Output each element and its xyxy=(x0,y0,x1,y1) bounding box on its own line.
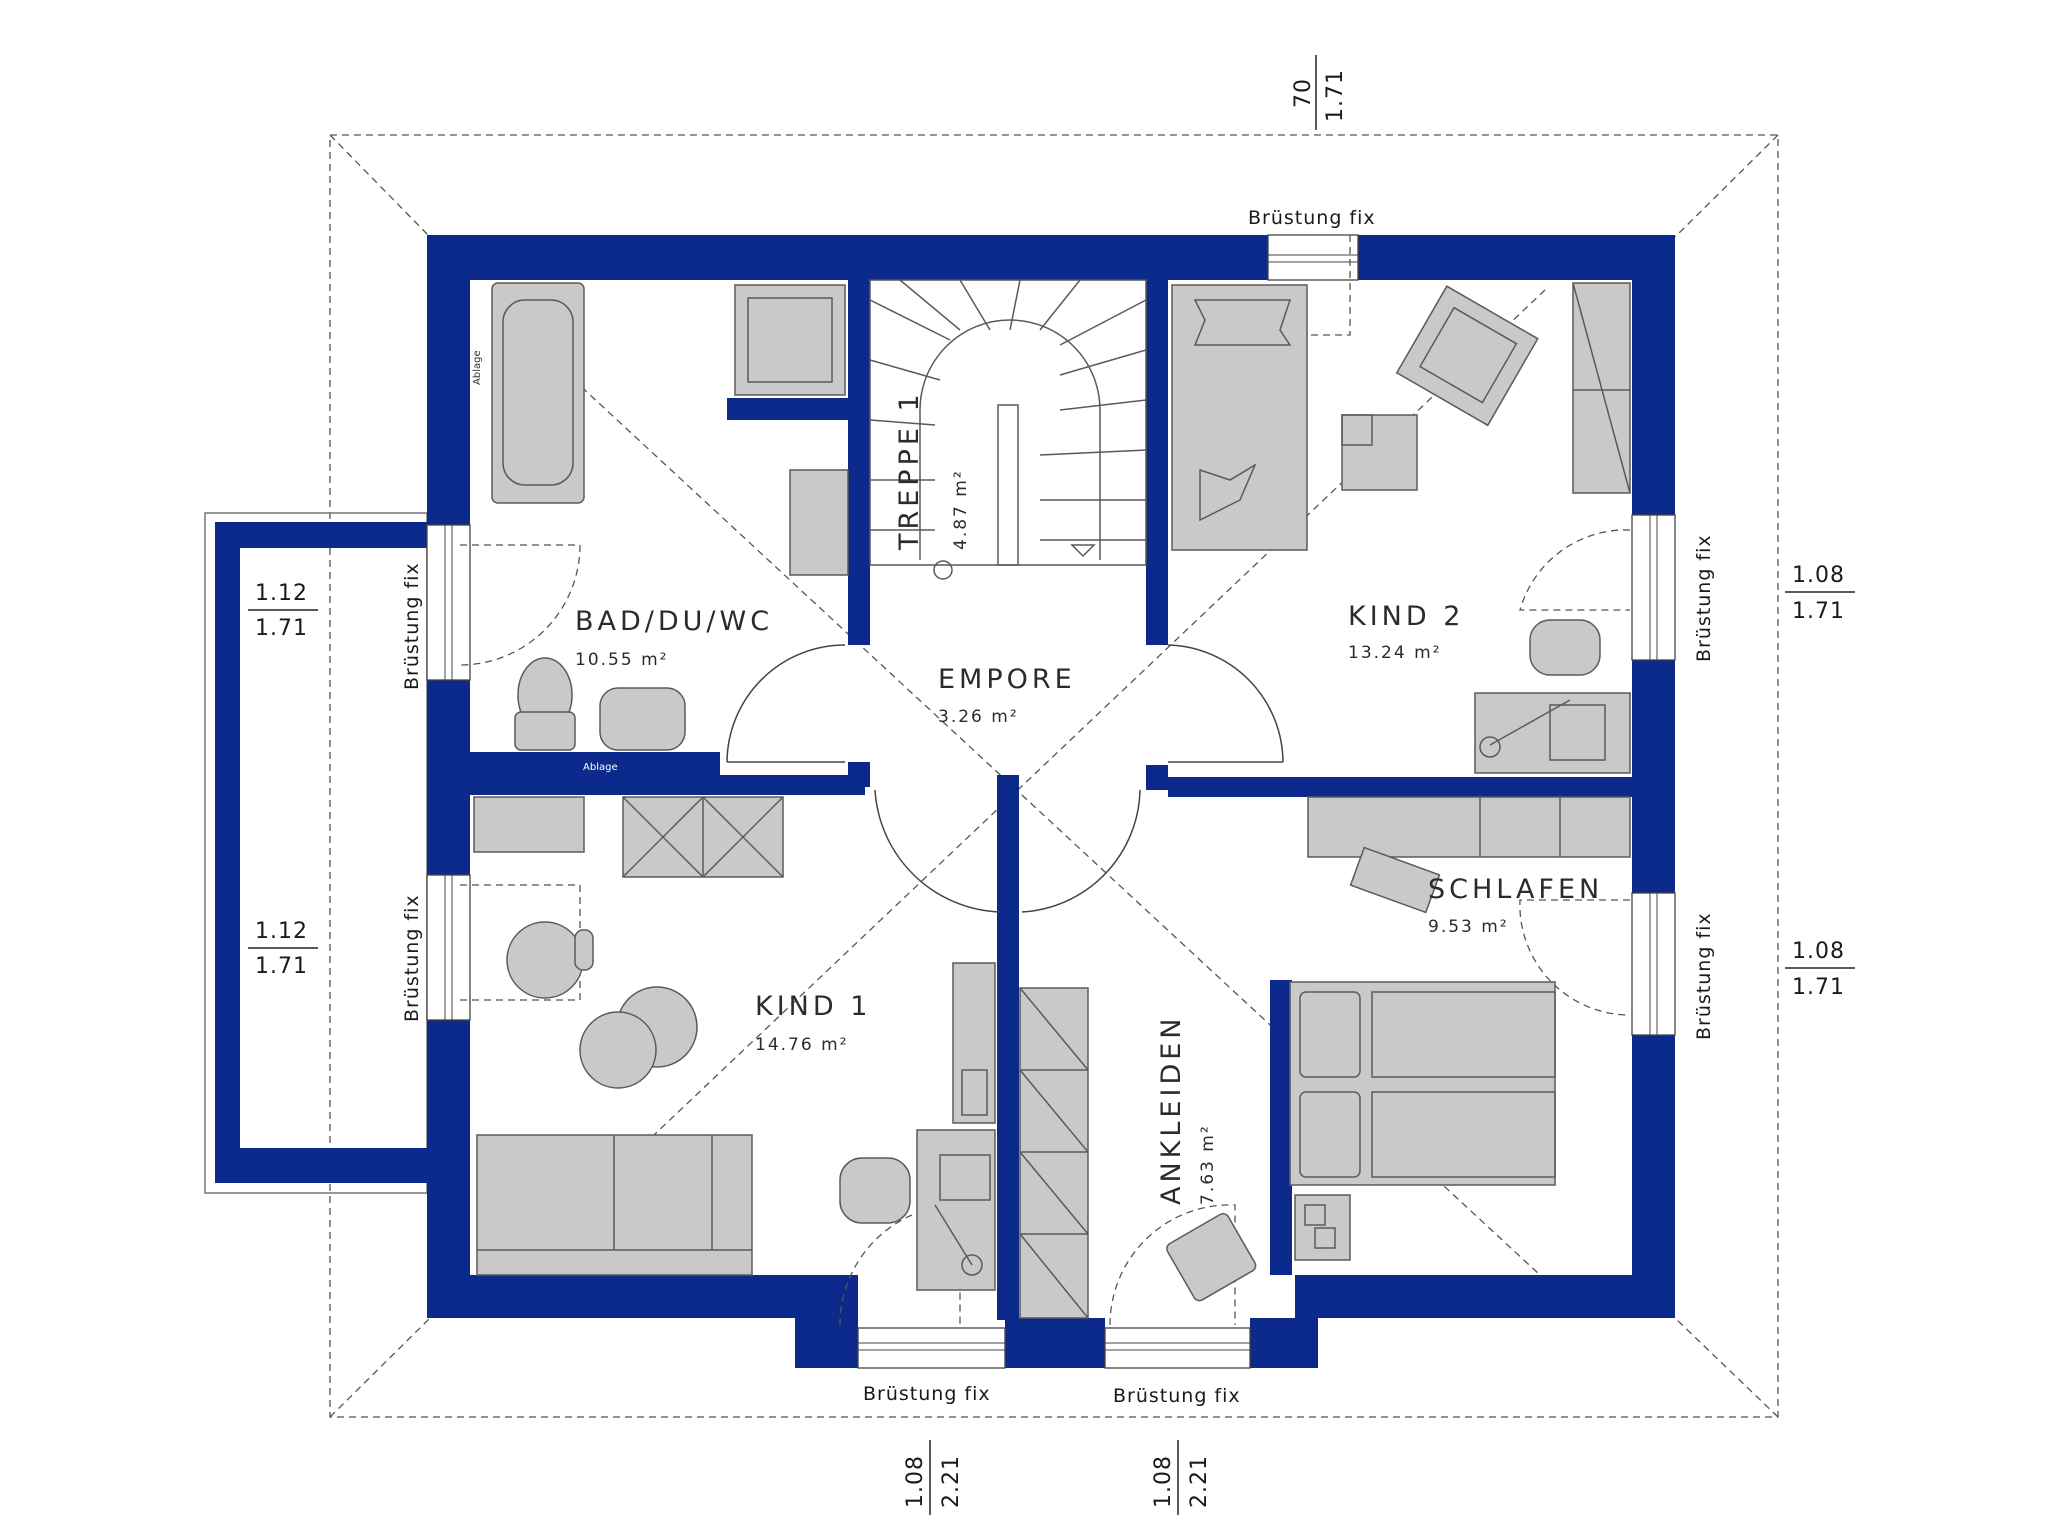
dim-left-lower-b: 1.71 xyxy=(255,954,308,979)
room-area-treppe: 4.87 m² xyxy=(951,469,971,550)
room-area-schlafen: 9.53 m² xyxy=(1428,917,1509,937)
dim-bottom-left-a: 1.08 xyxy=(903,1455,928,1508)
door-swings xyxy=(459,235,1631,1326)
schlafen-furniture xyxy=(1289,796,1631,1261)
window-note-left-upper: Brüstung fix xyxy=(401,562,423,690)
room-labels: BAD/DU/WC 10.55 m² TREPPE 1 4.87 m² EMPO… xyxy=(575,390,1603,1206)
room-name-kind2: KIND 2 xyxy=(1348,601,1464,632)
dim-top-b: 1.71 xyxy=(1323,69,1348,122)
room-area-kind1: 14.76 m² xyxy=(755,1035,848,1055)
room-area-ankleiden: 7.63 m² xyxy=(1198,1124,1218,1205)
kind2-furniture xyxy=(1171,282,1631,774)
window-note-bottom-left: Brüstung fix xyxy=(863,1383,991,1405)
dim-left-lower-a: 1.12 xyxy=(255,919,308,944)
dim-bottom-right-a: 1.08 xyxy=(1151,1455,1176,1508)
shelf-label-bath: Ablage xyxy=(472,350,483,385)
dim-right-lower-b: 1.71 xyxy=(1792,975,1845,1000)
dimension-labels: 70 1.71 1.12 1.71 1.12 1.71 1.08 1.71 1.… xyxy=(248,55,1855,1515)
exterior-walls xyxy=(427,235,1675,1368)
dim-right-upper-a: 1.08 xyxy=(1792,563,1845,588)
dim-right-lower-a: 1.08 xyxy=(1792,939,1845,964)
window-note-top: Brüstung fix xyxy=(1248,207,1376,229)
room-name-schlafen: SCHLAFEN xyxy=(1428,874,1603,905)
kind1-furniture xyxy=(473,796,996,1291)
shelf-label-sink: Ablage xyxy=(583,762,618,773)
room-name-ankleiden: ANKLEIDEN xyxy=(1156,1015,1187,1206)
dim-left-upper-b: 1.71 xyxy=(255,616,308,641)
room-area-bad: 10.55 m² xyxy=(575,650,668,670)
bathroom-fixtures: Ablage Ablage xyxy=(472,282,846,775)
dim-bottom-left-b: 2.21 xyxy=(939,1455,964,1508)
window-note-bottom-right: Brüstung fix xyxy=(1113,1385,1241,1407)
window-note-left-lower: Brüstung fix xyxy=(401,894,423,1022)
ankleiden-furniture xyxy=(1019,987,1257,1319)
windows xyxy=(426,234,1676,1369)
dim-bottom-right-b: 2.21 xyxy=(1187,1455,1212,1508)
balcony xyxy=(204,512,428,1194)
interior-walls xyxy=(470,280,1632,1320)
staircase xyxy=(789,279,1147,580)
window-note-right-lower: Brüstung fix xyxy=(1693,912,1715,1040)
room-name-kind1: KIND 1 xyxy=(755,991,871,1022)
room-name-treppe: TREPPE 1 xyxy=(894,390,925,551)
dim-left-upper-a: 1.12 xyxy=(255,581,308,606)
dim-top-a: 70 xyxy=(1291,78,1316,108)
room-name-empore: EMPORE xyxy=(938,664,1076,695)
window-note-right-upper: Brüstung fix xyxy=(1693,534,1715,662)
window-notes: Brüstung fix Brüstung fix Brüstung fix B… xyxy=(401,207,1715,1407)
room-area-empore: 3.26 m² xyxy=(938,707,1019,727)
dim-right-upper-b: 1.71 xyxy=(1792,599,1845,624)
room-name-bad: BAD/DU/WC xyxy=(575,606,773,637)
room-area-kind2: 13.24 m² xyxy=(1348,643,1441,663)
